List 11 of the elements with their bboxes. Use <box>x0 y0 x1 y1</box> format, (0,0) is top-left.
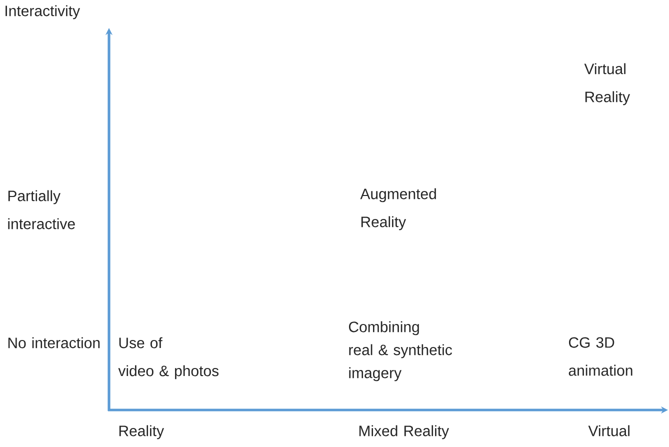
region-label: CG 3D animation <box>568 337 632 376</box>
region-label: Use of video & photos <box>118 337 219 380</box>
axis-label: Virtual <box>588 425 630 436</box>
axis-title: Interactivity <box>6 5 80 20</box>
axis-label: Reality <box>119 425 164 440</box>
axis-label: Partially interactive <box>8 190 75 230</box>
region-label: Combining real & synthetic imagery <box>348 321 452 382</box>
axis-label: Mixed Reality <box>359 425 449 440</box>
region-label: Virtual Reality <box>584 63 630 106</box>
region-label: Augmented Reality <box>360 188 436 230</box>
axis-label: No interaction <box>8 337 100 348</box>
